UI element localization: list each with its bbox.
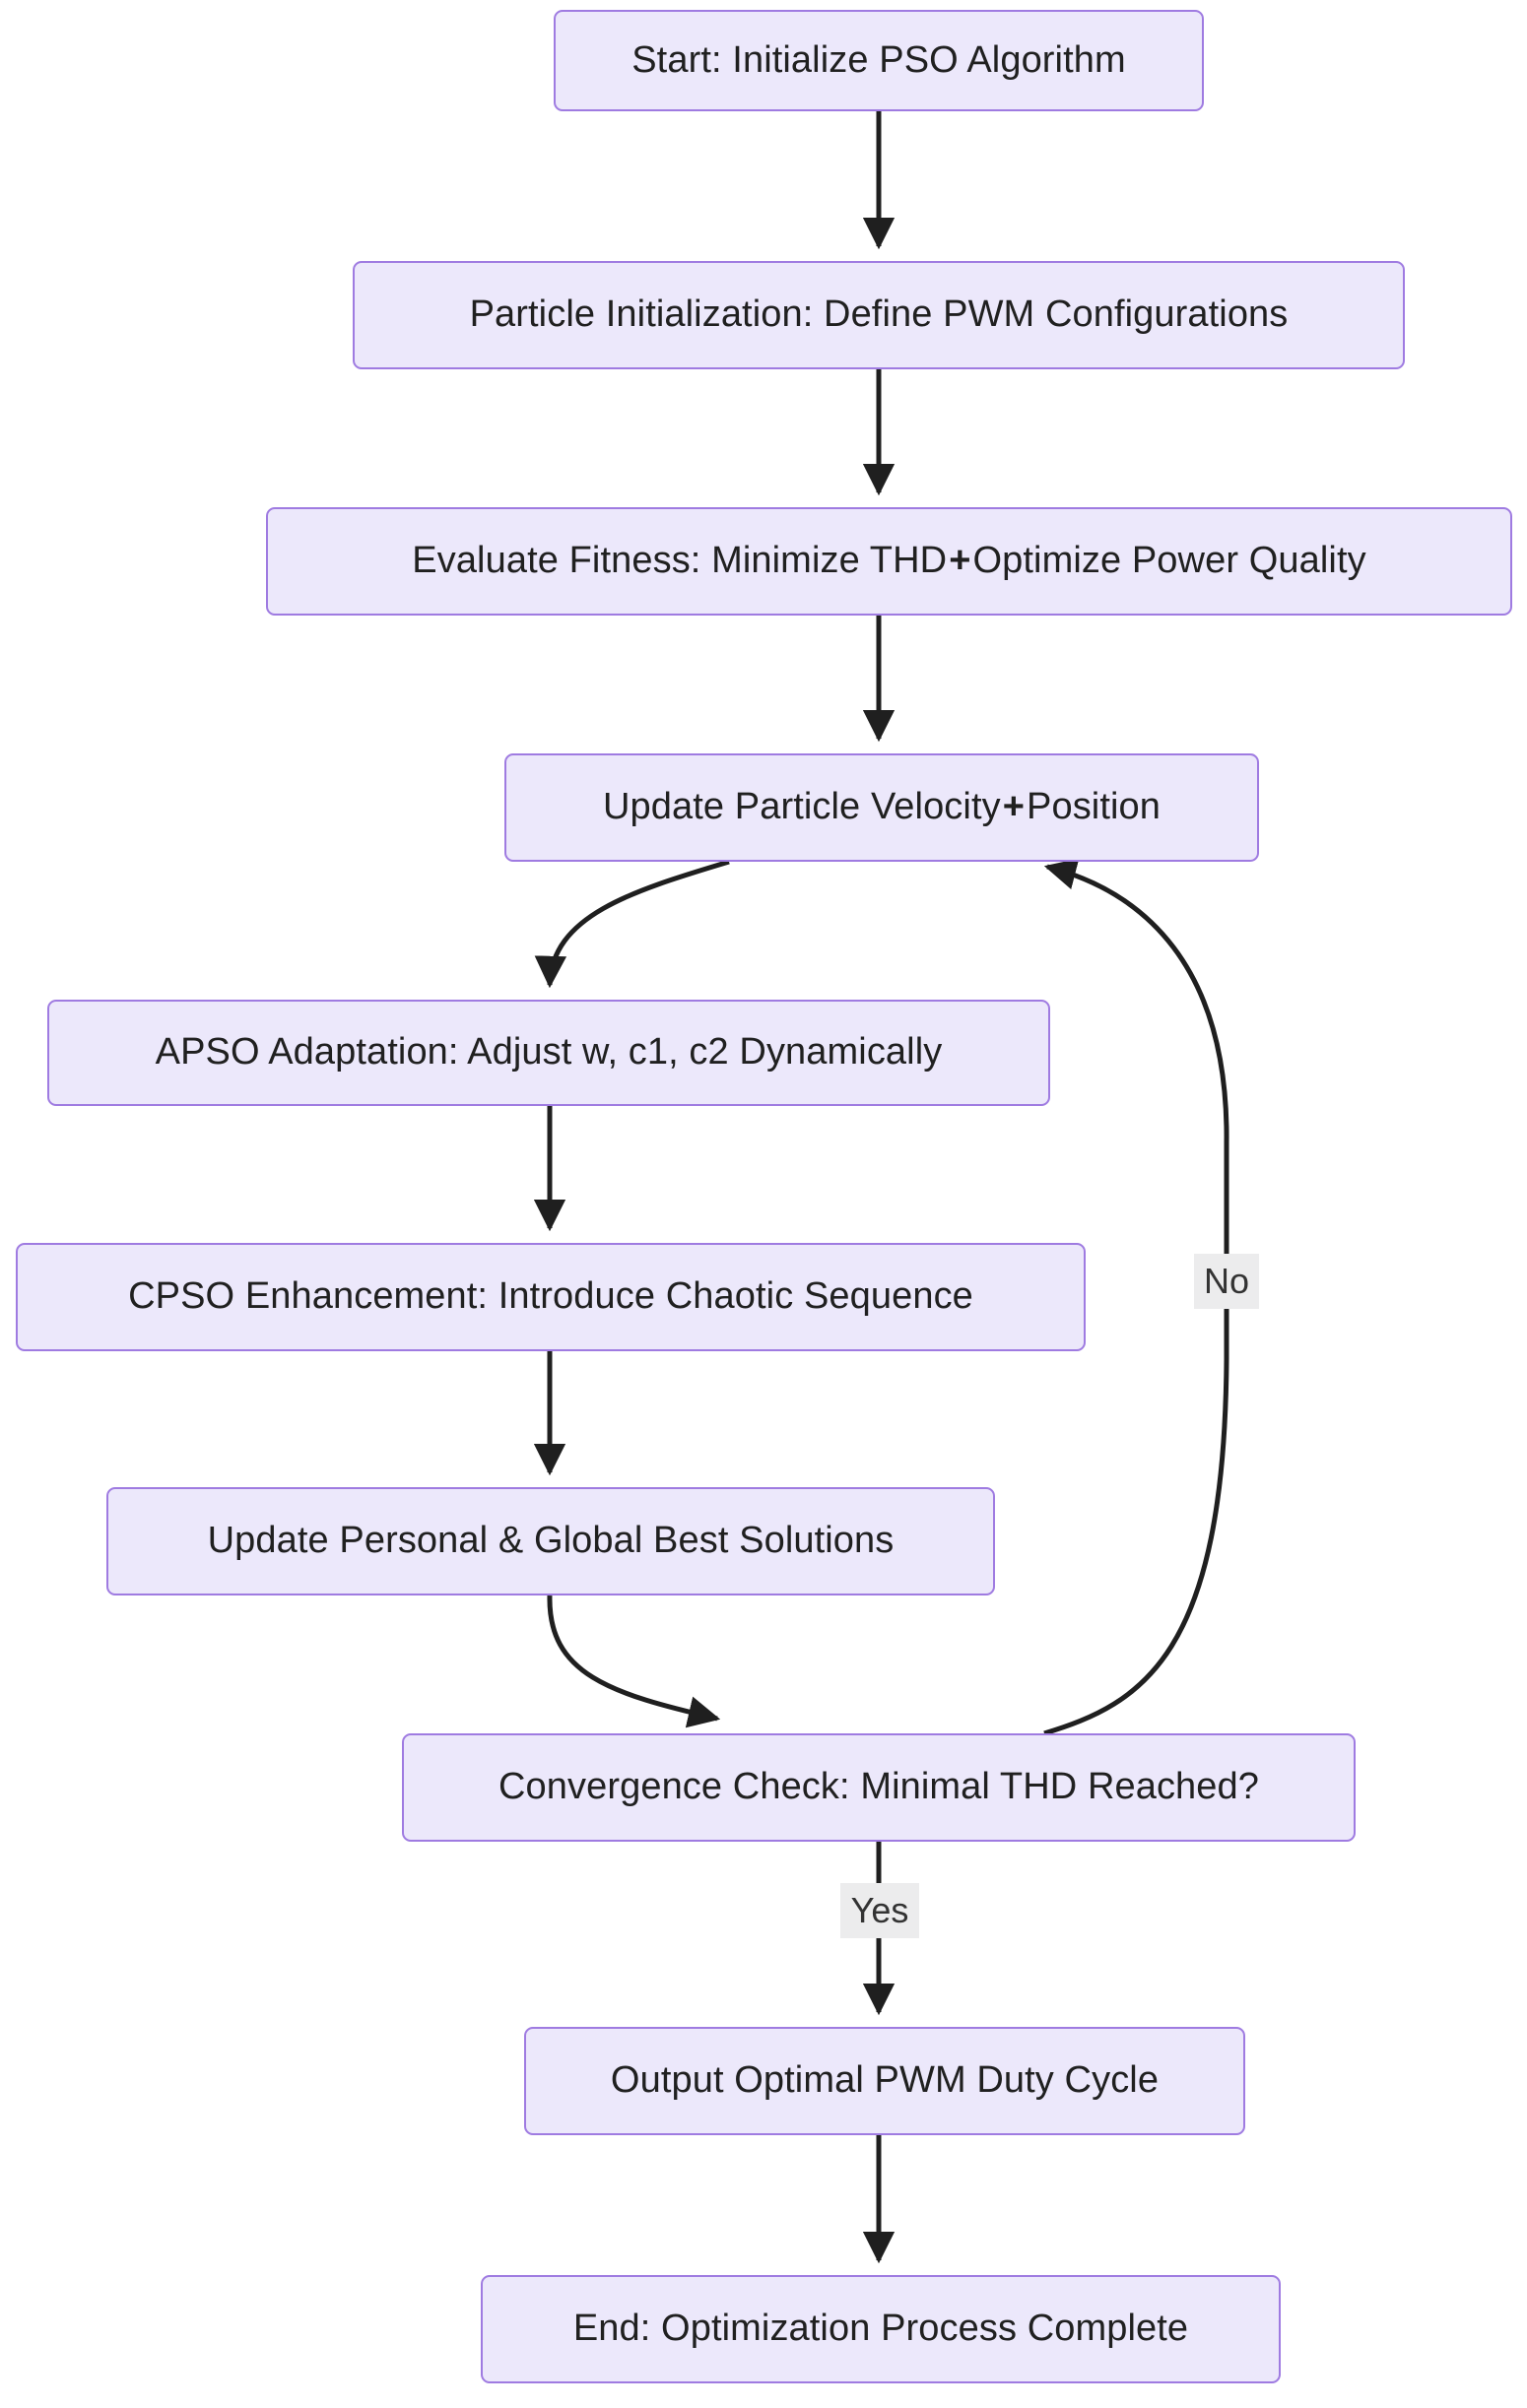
node-output-duty-cycle-label: Output Optimal PWM Duty Cycle (610, 2059, 1160, 2102)
node-update-particle-velocity-plus: + (1002, 786, 1026, 828)
edge-label-no: No (1194, 1254, 1259, 1309)
edge-best-to-convergence (547, 1594, 721, 1728)
node-update-particle-velocity-label-before: Update Particle Velocity (602, 786, 1001, 828)
node-start-label: Start: Initialize PSO Algorithm (631, 38, 1126, 81)
node-update-best-solutions[interactable]: Update Personal & Global Best Solutions (106, 1487, 995, 1595)
node-evaluate-fitness[interactable]: Evaluate Fitness: Minimize THD + Optimiz… (266, 507, 1512, 616)
node-cpso-enhancement[interactable]: CPSO Enhancement: Introduce Chaotic Sequ… (16, 1243, 1086, 1351)
node-particle-initialization-label: Particle Initialization: Define PWM Conf… (469, 293, 1289, 336)
node-cpso-enhancement-label: CPSO Enhancement: Introduce Chaotic Sequ… (128, 1275, 973, 1318)
node-end-label: End: Optimization Process Complete (572, 2308, 1189, 2350)
edge-label-yes-text: Yes (850, 1890, 909, 1931)
node-apso-adaptation[interactable]: APSO Adaptation: Adjust w, c1, c2 Dynami… (47, 1000, 1050, 1106)
node-start[interactable]: Start: Initialize PSO Algorithm (554, 10, 1204, 111)
edge-label-yes: Yes (840, 1883, 919, 1938)
node-evaluate-fitness-label-after: Optimize Power Quality (972, 540, 1366, 582)
node-update-particle-velocity[interactable]: Update Particle Velocity + Position (504, 753, 1259, 862)
node-update-particle-velocity-label-after: Position (1027, 786, 1162, 828)
node-evaluate-fitness-label-before: Evaluate Fitness: Minimize THD (412, 540, 948, 582)
node-evaluate-fitness-plus: + (949, 540, 971, 582)
edge-label-no-text: No (1203, 1261, 1250, 1302)
node-update-best-solutions-label: Update Personal & Global Best Solutions (207, 1520, 895, 1562)
node-apso-adaptation-label: APSO Adaptation: Adjust w, c1, c2 Dynami… (155, 1031, 943, 1074)
edge-update-to-apso (534, 859, 730, 989)
node-particle-initialization[interactable]: Particle Initialization: Define PWM Conf… (353, 261, 1405, 369)
node-convergence-check-label: Convergence Check: Minimal THD Reached? (498, 1766, 1259, 1808)
node-end[interactable]: End: Optimization Process Complete (481, 2275, 1281, 2383)
node-output-duty-cycle[interactable]: Output Optimal PWM Duty Cycle (524, 2027, 1245, 2135)
node-convergence-check[interactable]: Convergence Check: Minimal THD Reached? (402, 1733, 1356, 1842)
